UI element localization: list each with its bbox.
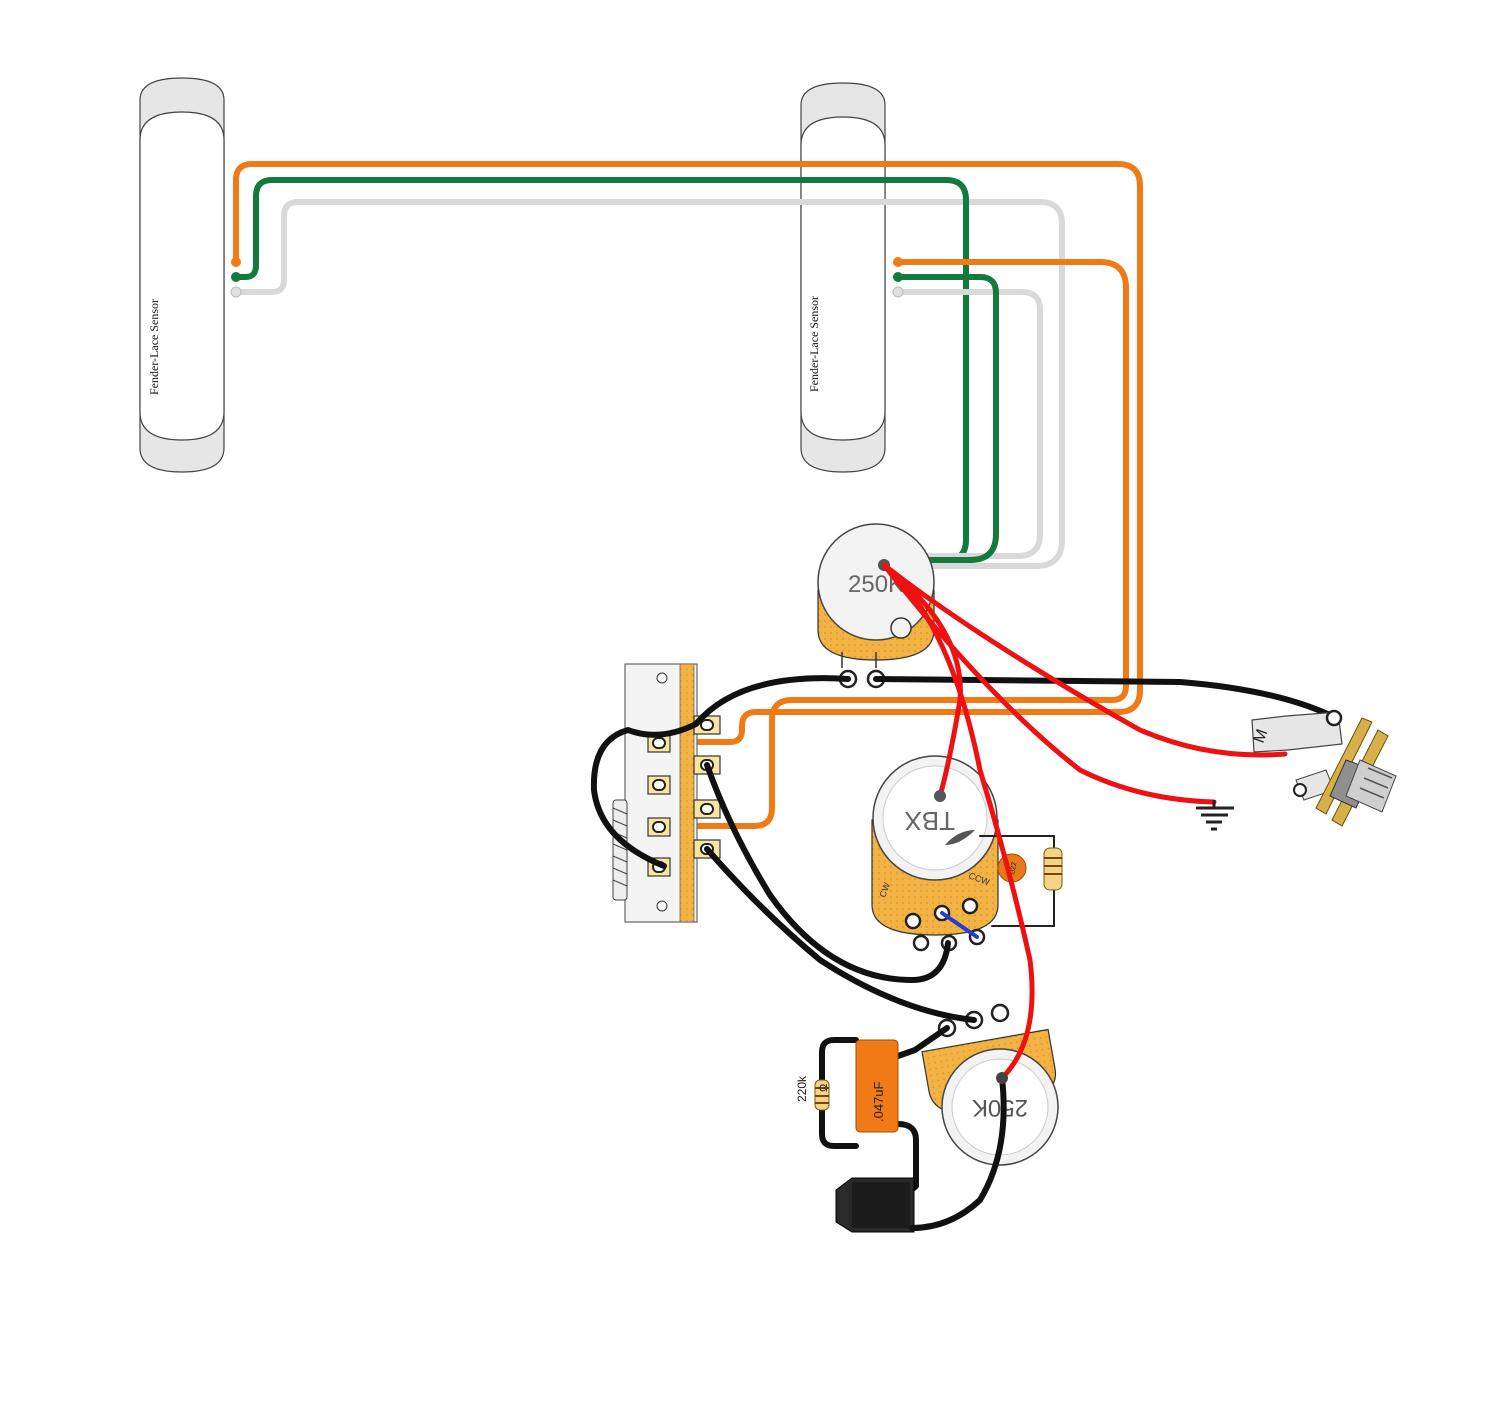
neck-orange-wire xyxy=(233,161,1143,745)
bridge-green-wire xyxy=(885,274,999,563)
neck-white-wire xyxy=(233,199,1065,569)
ground-symbol xyxy=(1196,800,1234,831)
tbx-pot-label: TBX xyxy=(904,806,955,836)
tbx-blue-jumper xyxy=(940,911,979,939)
selector-switch[interactable] xyxy=(612,663,721,923)
tbx-pot[interactable]: TBX CW CCW .022 xyxy=(871,755,1063,952)
resistor-label: 220k xyxy=(795,1075,809,1102)
output-jack[interactable]: M xyxy=(1251,709,1397,827)
neck-pickup-brand: Fender-Lace Sensor xyxy=(147,299,161,395)
tone-pot-value: 250K xyxy=(972,1094,1028,1121)
tbx-cap-label: .022 xyxy=(1009,862,1018,877)
tone-cap-label: .047uF xyxy=(871,1081,886,1122)
neck-green-wire xyxy=(233,177,969,563)
svg-text:Ω: Ω xyxy=(818,1084,830,1092)
tone-pot[interactable]: 250K xyxy=(921,1003,1061,1166)
volume-pot[interactable]: 250K xyxy=(817,523,935,689)
jack-label: M xyxy=(1251,727,1272,745)
red-wires xyxy=(881,562,1288,1084)
tbx-cw-label: CW xyxy=(877,881,892,899)
bridge-pickup-brand: Fender-Lace Sensor xyxy=(807,296,821,392)
bridge-white-wire xyxy=(895,289,1043,559)
bridge-pickup: Fender-Lace Sensor xyxy=(800,82,886,473)
pickup-wires xyxy=(230,161,1143,829)
neck-pickup: Fender-Lace Sensor xyxy=(139,77,225,473)
tone-cap-network: .047uF 220k Ω xyxy=(795,1025,950,1233)
bridge-orange-wire xyxy=(657,259,1129,829)
black-wires xyxy=(590,675,1339,1231)
